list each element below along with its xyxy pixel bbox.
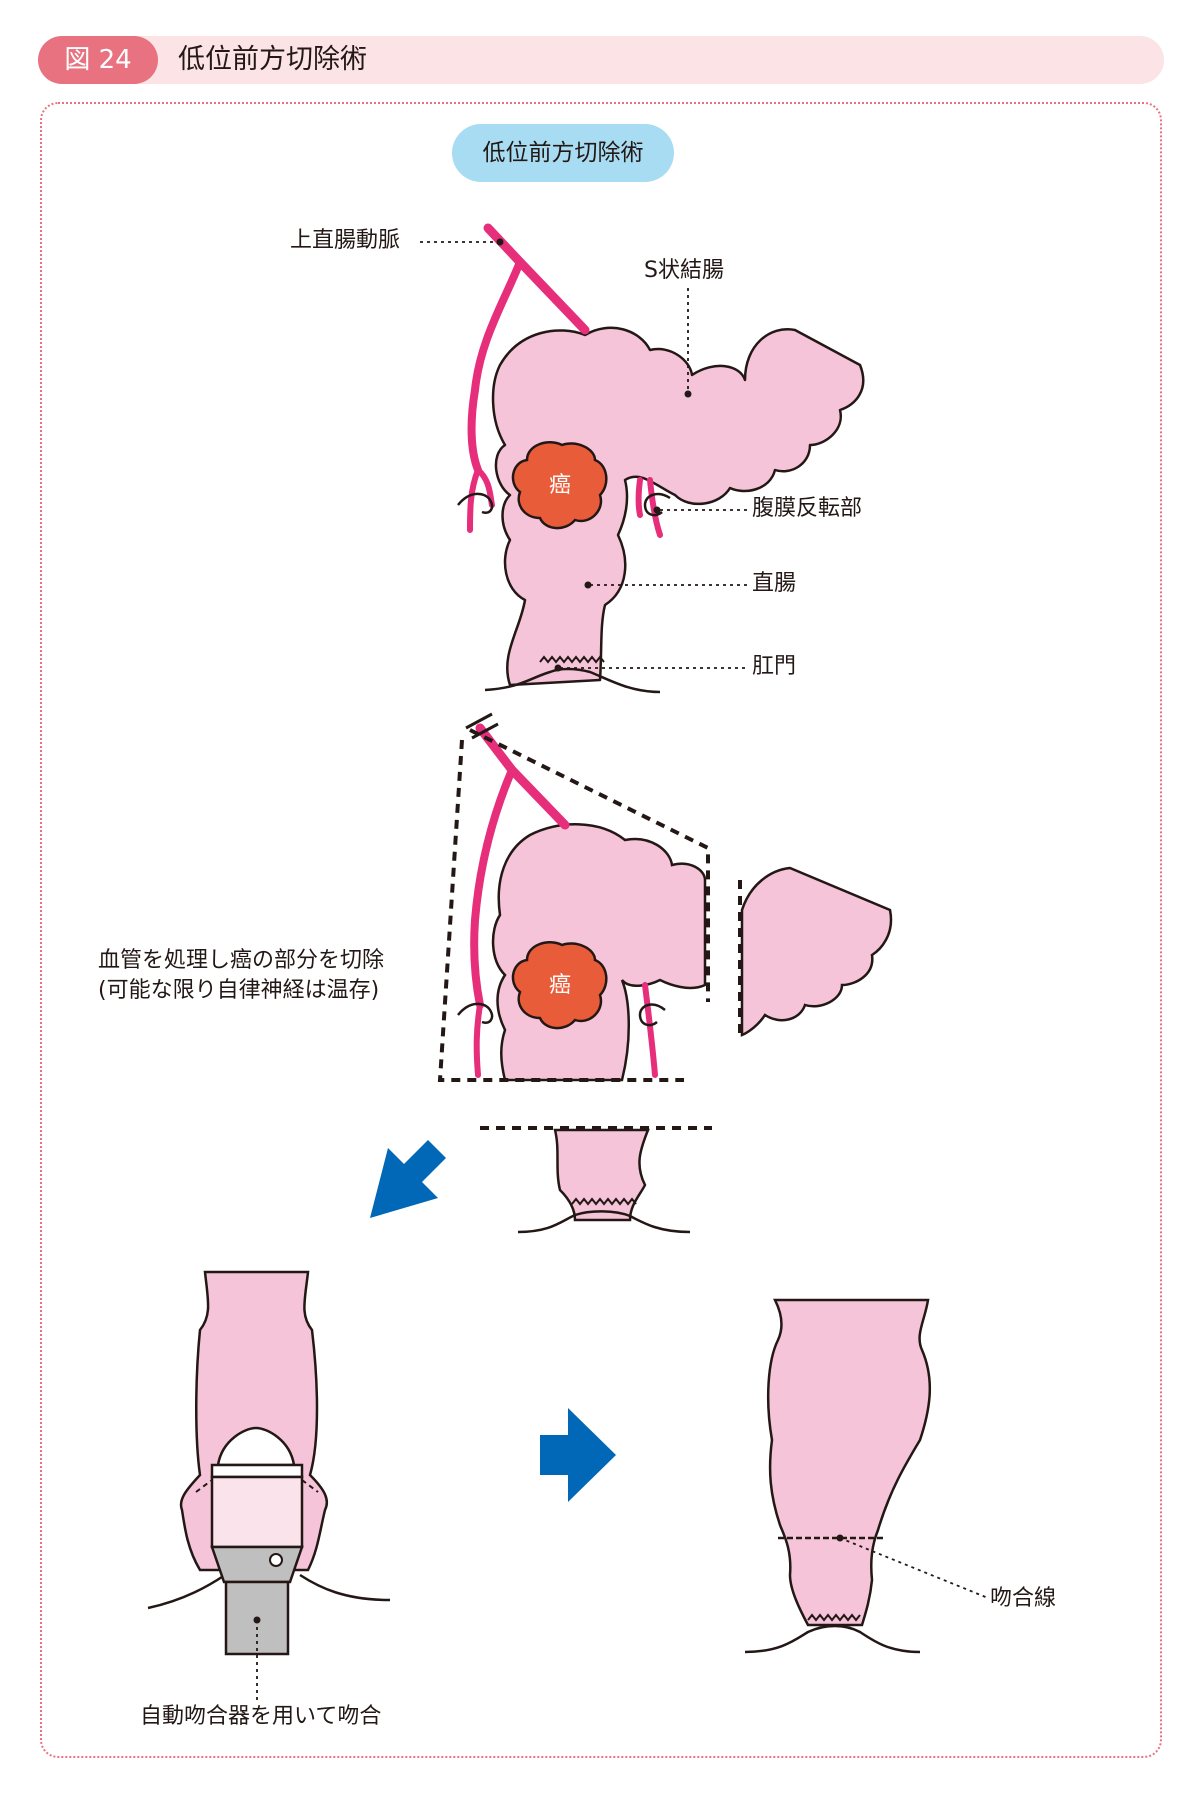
peritoneal-reflection-right-2 bbox=[638, 1003, 666, 1027]
label-sigmoid-colon: S状結腸 bbox=[644, 258, 724, 283]
artery-resected-branch bbox=[470, 766, 516, 1009]
ligation-marks bbox=[465, 712, 499, 740]
figure-number-badge: 図 24 bbox=[38, 36, 158, 84]
stapler-purse-string bbox=[195, 1479, 319, 1493]
stapler-cartridge bbox=[210, 1475, 304, 1549]
label-stapler-note: 自動吻合器を用いて吻合 bbox=[140, 1704, 382, 1729]
artery-branch-right-2 bbox=[635, 477, 643, 518]
leader-dots bbox=[496, 238, 692, 672]
peritoneal-reflection-left-2 bbox=[457, 1002, 494, 1024]
cancer-lesion-2 bbox=[511, 941, 608, 1030]
label-rectum: 直腸 bbox=[752, 571, 797, 596]
label-anus: 肛門 bbox=[752, 654, 797, 679]
rectal-stump bbox=[553, 1128, 650, 1222]
peritoneal-reflection-left bbox=[457, 492, 494, 514]
diagram-frame bbox=[40, 102, 1162, 1758]
artery-resected-branch-3 bbox=[642, 982, 658, 1078]
stapler-neck bbox=[210, 1545, 304, 1584]
body-outline-2 bbox=[517, 1210, 691, 1234]
label-superior-rectal-artery: 上直腸動脈 bbox=[290, 228, 401, 253]
anatomy-diagram: 癌 bbox=[420, 223, 865, 694]
label-peritoneal-reflection: 腹膜反転部 bbox=[752, 496, 863, 521]
procedure-label: 低位前方切除術 bbox=[452, 124, 674, 182]
cancer-label-2: 癌 bbox=[549, 973, 571, 998]
remaining-sigmoid bbox=[740, 866, 893, 1037]
peritoneal-reflection-right bbox=[643, 492, 671, 517]
figure-header: 図 24 低位前方切除術 bbox=[38, 36, 1164, 84]
resection-cut-lines bbox=[437, 728, 742, 1130]
stapler-diagram bbox=[147, 1270, 391, 1700]
arrow-down-left bbox=[370, 1140, 446, 1218]
resection-note-line1: 血管を処理し癌の部分を切除 bbox=[98, 948, 385, 973]
stapler-leader-dot bbox=[253, 1616, 261, 1624]
anastomosis-ground bbox=[744, 1624, 921, 1654]
colon-body bbox=[491, 326, 865, 687]
anastomosis-leader bbox=[839, 1537, 989, 1599]
anus-sphincter-2 bbox=[571, 1197, 637, 1206]
arrow-right bbox=[540, 1408, 616, 1502]
leader-lines bbox=[420, 241, 747, 669]
resection-note-line2: (可能な限り自律神経は温存) bbox=[98, 978, 380, 1003]
cancer-lesion bbox=[511, 441, 608, 530]
anus-sphincter bbox=[539, 655, 605, 664]
stapler-anvil-plate bbox=[210, 1463, 304, 1479]
stapler-ground bbox=[147, 1573, 391, 1610]
label-anastomosis-line: 吻合線 bbox=[990, 1586, 1057, 1611]
body-outline bbox=[484, 667, 661, 694]
artery-resected-branch-2 bbox=[473, 1002, 483, 1078]
resection-diagram: 癌 bbox=[437, 712, 893, 1234]
anastomosis-diagram bbox=[744, 1298, 989, 1654]
cancer-label: 癌 bbox=[549, 473, 571, 498]
stapler-screw bbox=[269, 1553, 283, 1567]
resected-segment bbox=[491, 823, 707, 1082]
anastomosed-colon bbox=[766, 1298, 932, 1627]
anus-sphincter-3 bbox=[807, 1613, 861, 1622]
artery-branch-left-2 bbox=[467, 467, 481, 533]
figure-title: 低位前方切除術 bbox=[178, 44, 367, 75]
resection-note: 血管を処理し癌の部分を切除 (可能な限り自律神経は温存) bbox=[98, 946, 384, 1006]
stapler-anvil bbox=[216, 1426, 296, 1467]
anastomosis-leader-dot bbox=[836, 1534, 844, 1542]
artery-branch-left bbox=[467, 258, 524, 474]
